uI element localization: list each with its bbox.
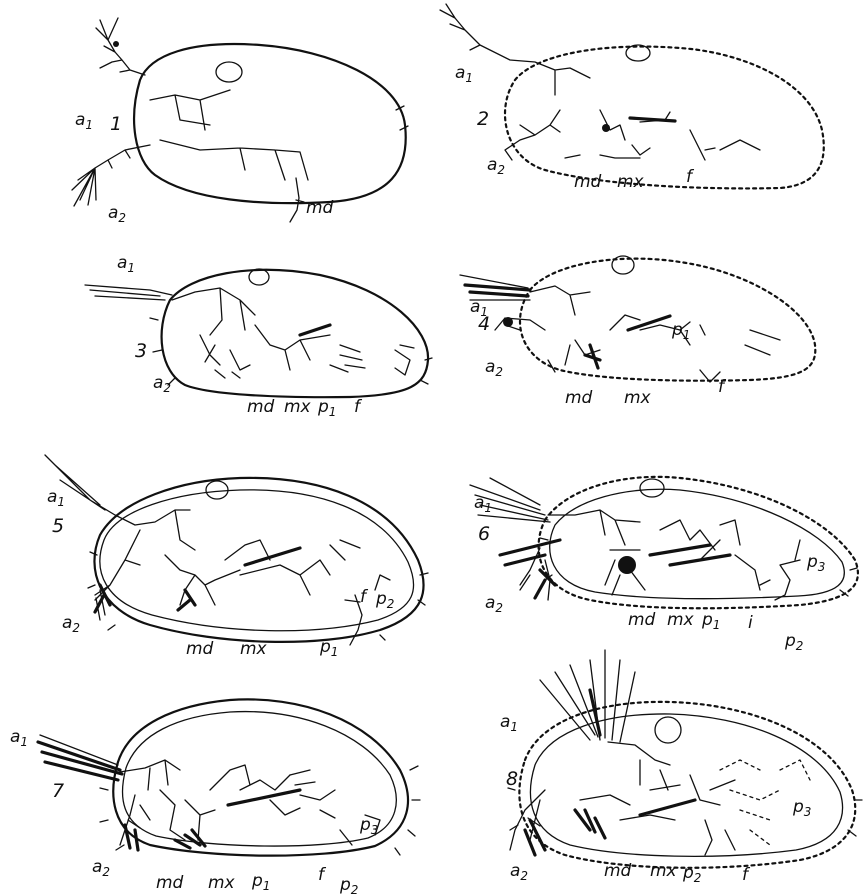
stage-2-number: 2: [477, 108, 489, 130]
stage-7-mx-label: mx: [208, 873, 236, 893]
stage-7-md-label: md: [156, 873, 184, 893]
stage-3-p1-label: p1: [317, 397, 336, 419]
stage-3-drawing: [85, 269, 432, 397]
stage-7-a2-label: a2: [92, 857, 110, 879]
stage-5-a1-label: a1: [47, 487, 65, 509]
stage-2-mx-label: mx: [617, 172, 645, 192]
stage-7-a1-label: a1: [10, 727, 28, 749]
stage-3-a2-label: a2: [153, 373, 171, 395]
stage-6-a1-label: a1: [474, 493, 492, 515]
stage-1-md-label: md: [306, 198, 334, 218]
stage-5-a2-label: a2: [62, 613, 80, 635]
stage-2-md-label: md: [574, 172, 602, 192]
stage-6-number: 6: [478, 523, 490, 545]
stage-3-mx-label: mx: [284, 397, 312, 417]
stage-8-p3-label: p3: [792, 797, 811, 819]
stage-6-p2-label: p2: [784, 631, 803, 653]
stage-6-a2-label: a2: [485, 593, 503, 615]
stage-6-p1-label: p1: [701, 610, 720, 632]
stage-8-p2-label: p2: [682, 863, 701, 885]
stage-4-number: 4: [478, 313, 490, 335]
stage-5-md-label: md: [186, 639, 214, 659]
stage-7-number: 7: [52, 780, 64, 802]
stage-7-p2-label: p2: [339, 875, 358, 896]
stage-8-number: 8: [506, 768, 518, 790]
stage-6-p3-label: p3: [806, 552, 825, 574]
stage-7-f-label: f: [318, 865, 327, 885]
stage-3-md-label: md: [247, 397, 275, 417]
stage-5-f-label: f: [360, 587, 369, 607]
stage-6-md-label: md: [628, 610, 656, 630]
stage-3-number: 3: [135, 340, 147, 362]
stage-6-mx-label: mx: [667, 610, 695, 630]
stage-1-number: 1: [110, 113, 122, 135]
stage-5-drawing: [45, 455, 428, 645]
stage-5-p1-label: p1: [319, 637, 338, 659]
stage-2-drawing: [440, 4, 824, 188]
stage-8-a1-label: a1: [500, 712, 518, 734]
stage-1-a2-label: a2: [108, 203, 126, 225]
stage-6-drawing: [470, 477, 858, 608]
stage-2-f-label: f: [686, 167, 695, 187]
stage-8-md-label: md: [604, 861, 632, 881]
stage-2-a1-label: a1: [455, 63, 473, 85]
stage-1-drawing: [72, 18, 408, 222]
stage-4-drawing: [460, 256, 815, 382]
stage-1-a1-label: a1: [75, 110, 93, 132]
stage-4-a2-label: a2: [485, 357, 503, 379]
stage-5-number: 5: [52, 515, 64, 537]
stage-8-drawing: [508, 650, 862, 868]
stage-3-a1-label: a1: [117, 253, 135, 275]
stage-2-a2-label: a2: [487, 155, 505, 177]
stage-8-mx-label: mx: [650, 861, 678, 881]
stage-4-md-label: md: [565, 388, 593, 408]
stage-7-p1-label: p1: [251, 871, 270, 893]
stage-8-f-label: f: [742, 865, 751, 885]
stage-8-a2-label: a2: [510, 861, 528, 883]
stage-5-mx-label: mx: [240, 639, 268, 659]
stage-5-p2-label: p2: [375, 589, 394, 611]
stage-3-f-label: f: [354, 397, 363, 417]
stage-4-mx-label: mx: [624, 388, 652, 408]
stage-6-f-label: i: [748, 613, 753, 633]
